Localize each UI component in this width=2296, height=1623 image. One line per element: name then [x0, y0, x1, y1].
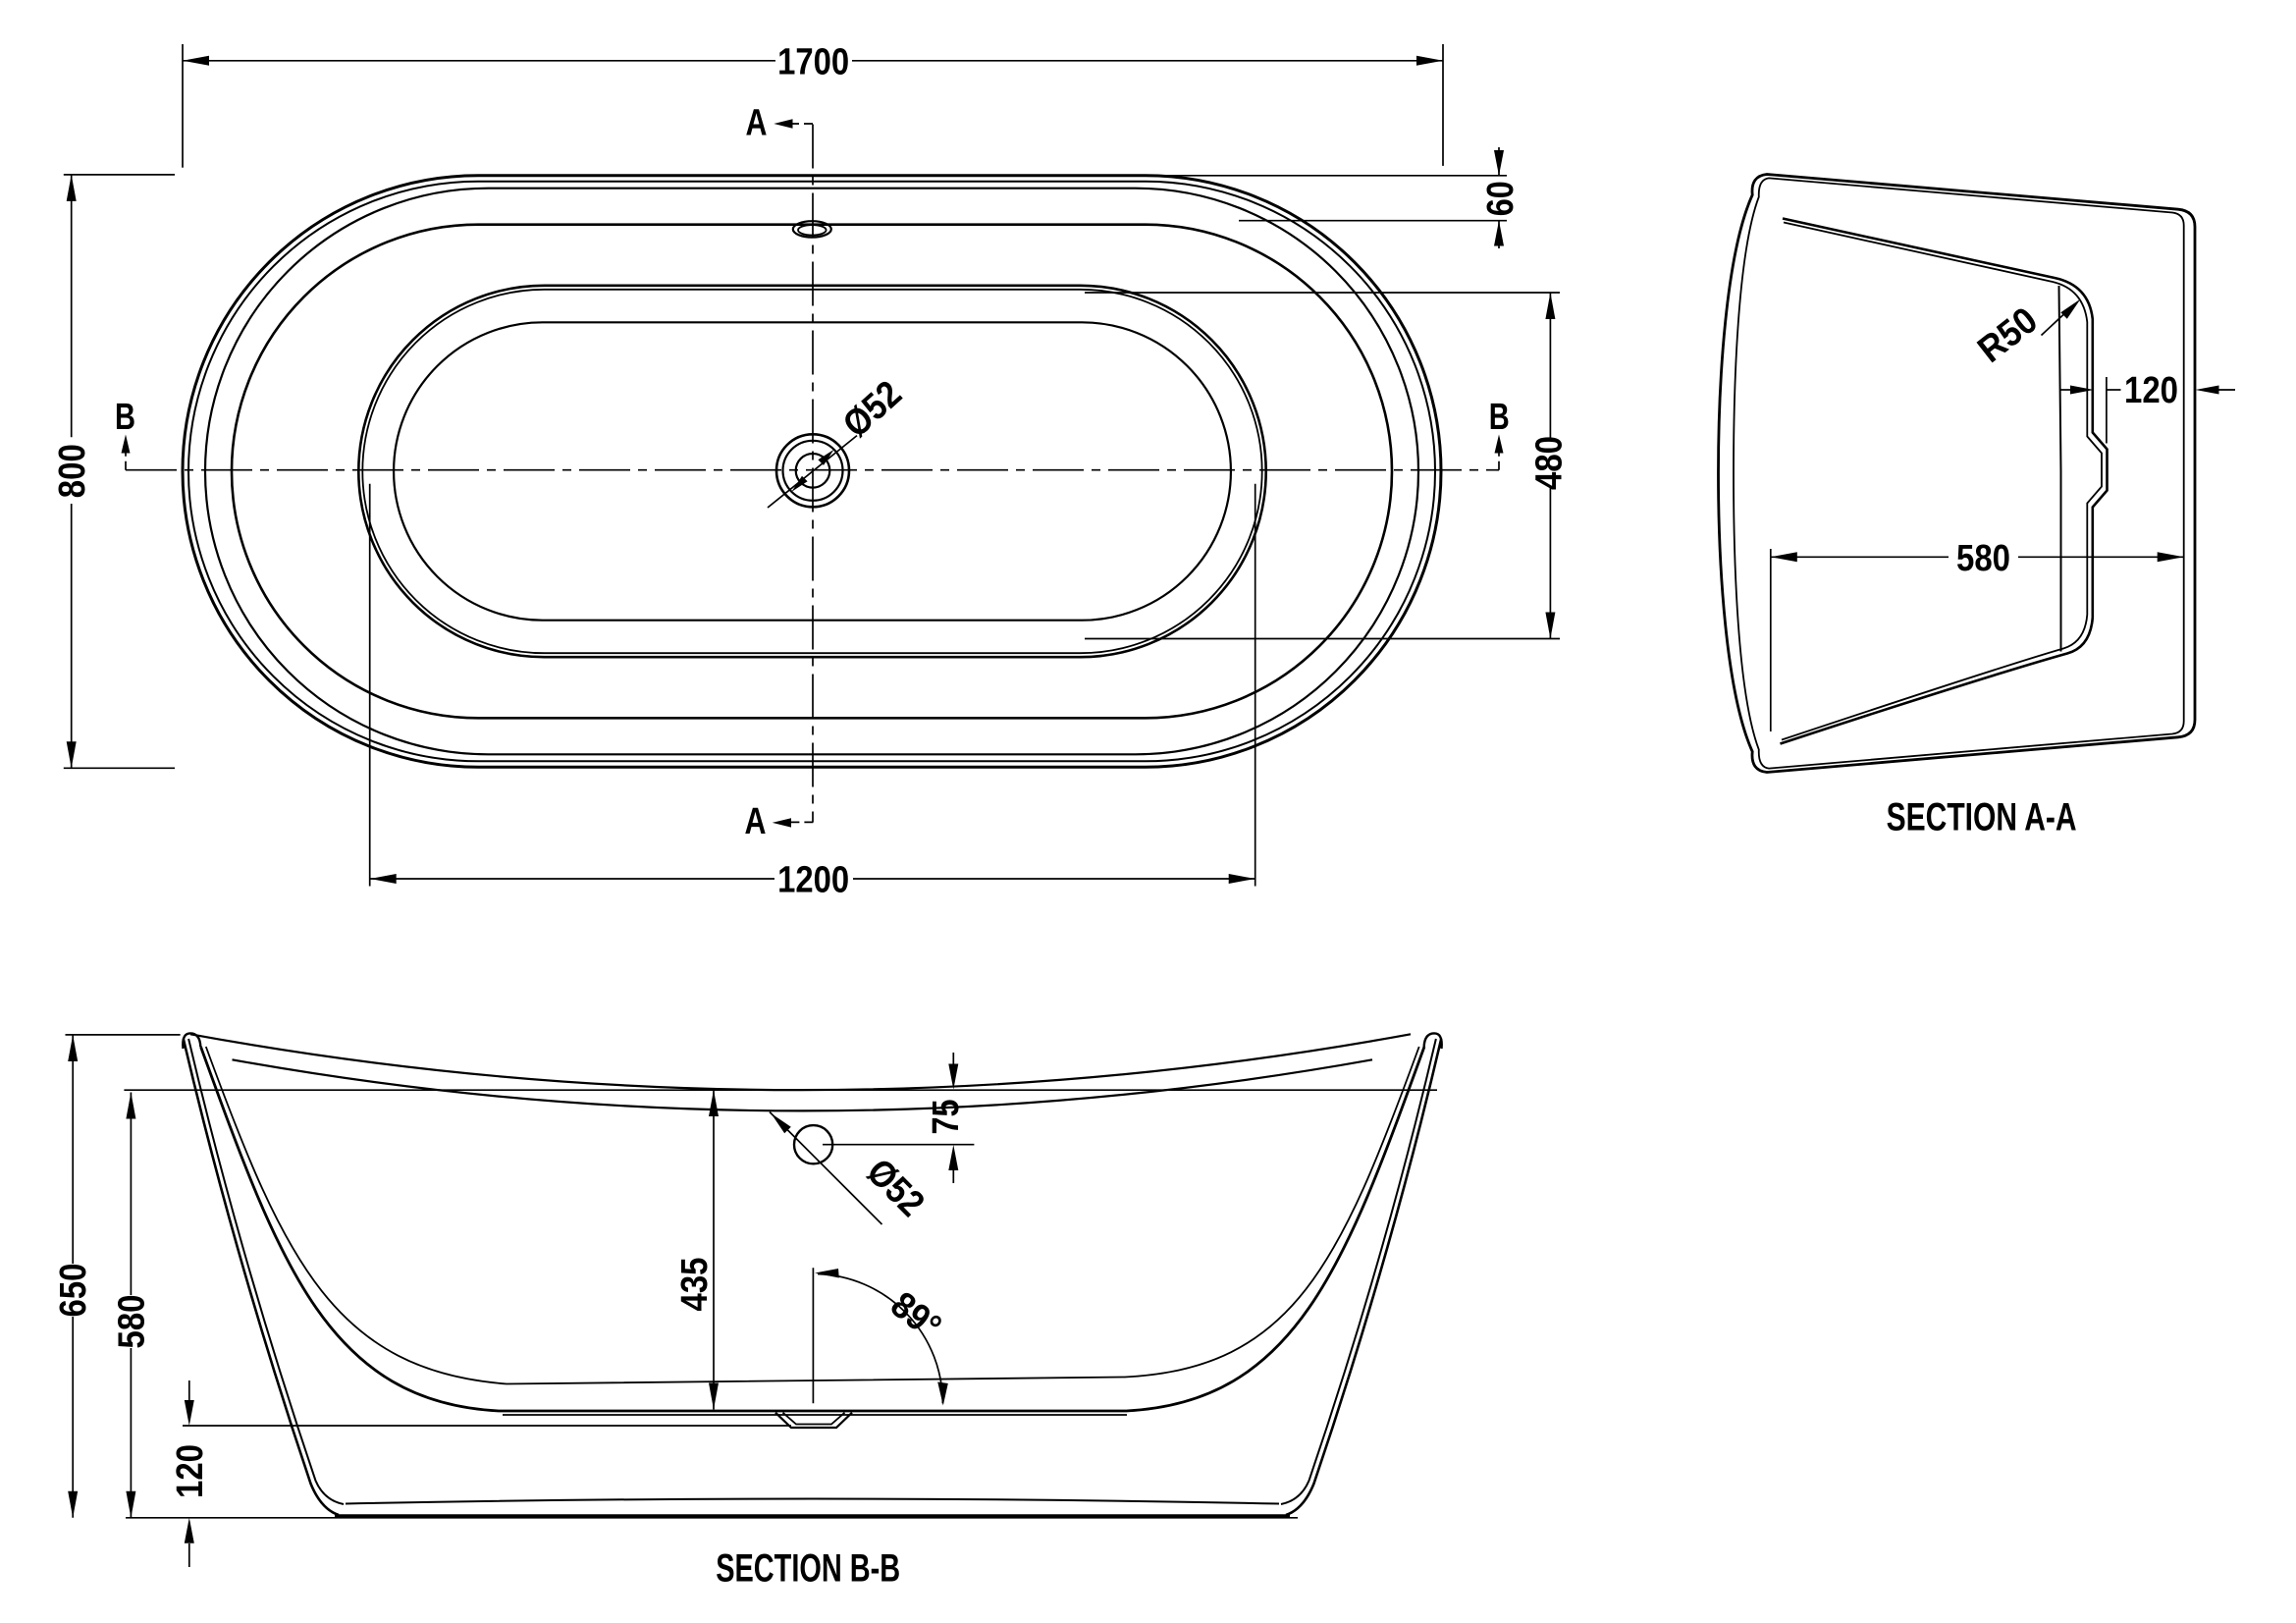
svg-text:480: 480: [1529, 436, 1571, 490]
svg-text:580: 580: [1956, 538, 2010, 579]
svg-text:SECTION B-B: SECTION B-B: [716, 1546, 900, 1590]
svg-text:60: 60: [1480, 181, 1522, 216]
svg-text:650: 650: [53, 1264, 94, 1318]
svg-text:R50: R50: [1970, 299, 2045, 370]
svg-text:Ø52: Ø52: [835, 373, 910, 446]
svg-text:435: 435: [674, 1258, 716, 1312]
svg-text:Ø52: Ø52: [859, 1152, 933, 1225]
svg-text:120: 120: [2124, 370, 2178, 411]
svg-text:A: A: [746, 102, 768, 143]
svg-text:580: 580: [111, 1295, 152, 1349]
svg-text:75: 75: [926, 1100, 967, 1135]
svg-text:120: 120: [170, 1444, 211, 1498]
svg-text:B: B: [1489, 397, 1510, 438]
svg-text:A: A: [745, 801, 767, 842]
svg-text:800: 800: [52, 444, 93, 498]
svg-text:SECTION A-A: SECTION A-A: [1887, 796, 2077, 839]
svg-text:B: B: [115, 397, 135, 438]
svg-text:1700: 1700: [777, 42, 849, 83]
svg-text:1200: 1200: [777, 860, 849, 901]
svg-text:89°: 89°: [882, 1284, 948, 1348]
